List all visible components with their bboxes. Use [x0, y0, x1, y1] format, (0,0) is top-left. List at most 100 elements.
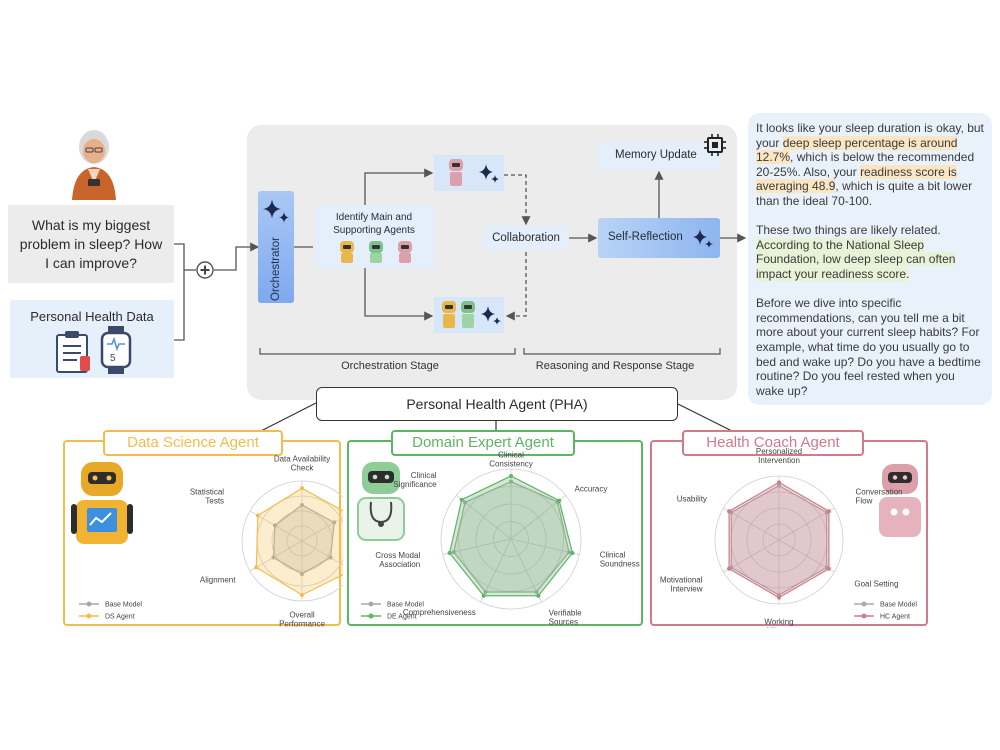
- legend-marker: [86, 601, 92, 607]
- agent-series-point: [536, 593, 541, 598]
- base-model-series-point: [300, 503, 304, 507]
- agent-response: It looks like your sleep duration is oka…: [748, 113, 992, 405]
- memory-update-box: Memory Update: [597, 142, 721, 170]
- agent-series-point: [509, 474, 513, 478]
- base-model-series-point: [332, 520, 337, 525]
- base-model-series-point: [534, 589, 539, 594]
- agent-series-area: [448, 475, 574, 597]
- response-p2-a: These two things are likely related.: [756, 223, 941, 238]
- legend-label: Base Model: [880, 602, 917, 609]
- selected-agent-box-bottom: [434, 297, 504, 333]
- user-question-text: What is my biggest problem in sleep? How…: [19, 216, 163, 271]
- radar-axis: [301, 516, 343, 542]
- legend-label: Base Model: [387, 602, 424, 609]
- radar-axis-label: Comprehensiveness: [403, 608, 476, 617]
- legend-label: HC Agent: [880, 614, 910, 621]
- legend-label: Base Model: [105, 602, 142, 609]
- self-reflection-box: Self-Reflection: [598, 218, 720, 258]
- identify-agents-box: Identify Main and Supporting Agents: [314, 205, 434, 268]
- sparkle-icon: [263, 199, 289, 223]
- selected-agent-box-top: [434, 155, 504, 191]
- base-model-series-point: [271, 555, 276, 560]
- agent-series-point: [254, 565, 259, 570]
- collaboration-label: Collaboration: [492, 232, 560, 244]
- agent-series-point: [481, 593, 486, 598]
- health-coach-robot-icon: [449, 159, 463, 186]
- response-p1-a: It looks like your sleep duration is oka…: [756, 121, 984, 150]
- base-model-series-area: [453, 480, 570, 593]
- data-science-radar-chart: Data AvailabilityCheckDataTransformation…: [79, 455, 343, 629]
- data-science-agent-title: Data Science Agent: [103, 430, 283, 456]
- user-avatar-icon: [72, 130, 116, 200]
- agent-series-point: [777, 595, 781, 600]
- agent-series-point: [777, 480, 781, 485]
- robot-trio-icon: [340, 241, 412, 263]
- response-p1-b: , which is below the recommended 20-25%.…: [756, 150, 975, 179]
- base-model-series-point: [777, 483, 781, 488]
- agent-series-point: [557, 498, 562, 503]
- domain-expert-robot-icon: [357, 462, 405, 541]
- legend-marker: [368, 613, 374, 619]
- pha-box: Personal Health Agent (PHA): [316, 387, 678, 421]
- domain-expert-agent-title: Domain Expert Agent: [391, 430, 575, 456]
- sparkle-icon: [693, 229, 713, 248]
- personal-health-data-label: Personal Health Data: [30, 309, 154, 324]
- radar-axis-label: WorkingAlliance: [764, 617, 793, 628]
- agent-series-point: [459, 497, 464, 502]
- sparkle-icon: [479, 164, 499, 183]
- sparkle-icon: [481, 306, 501, 325]
- radar-axis-label: Goal Setting: [854, 580, 898, 589]
- memory-update-label: Memory Update: [615, 149, 697, 161]
- legend-marker: [368, 601, 374, 607]
- personal-health-data-box: Personal Health Data 5: [10, 300, 174, 378]
- base-model-series-point: [483, 589, 488, 594]
- legend-label: DS Agent: [105, 614, 135, 621]
- health-coach-robot-icon: [879, 464, 921, 537]
- chip-icon: [704, 134, 726, 156]
- add-circle-icon: [196, 261, 214, 279]
- radar-axis-label: Usability: [677, 494, 707, 503]
- agent-series-point: [727, 509, 732, 514]
- legend-marker: [86, 613, 92, 619]
- identify-label-line2: Supporting Agents: [333, 225, 415, 236]
- legend-marker: [861, 601, 867, 607]
- agent-series-point: [826, 566, 831, 571]
- collaboration-box: Collaboration: [483, 226, 569, 250]
- agent-series-area: [255, 487, 343, 596]
- base-model-series-point: [567, 550, 572, 555]
- base-model-series-point: [272, 523, 277, 528]
- agent-series-area: [728, 481, 830, 599]
- radar-axis-label: Alignment: [200, 575, 236, 584]
- user-question: What is my biggest problem in sleep? How…: [8, 205, 174, 283]
- radar-axis-label: Accuracy: [574, 484, 607, 493]
- agent-series-point: [570, 551, 575, 556]
- base-model-series-point: [300, 572, 304, 576]
- legend-marker: [861, 613, 867, 619]
- agent-series-point: [300, 486, 304, 491]
- agent-series-point: [727, 566, 732, 571]
- pha-label: Personal Health Agent (PHA): [406, 396, 588, 412]
- radar-axis: [249, 540, 303, 572]
- agent-series-point: [255, 513, 260, 518]
- radar-axis: [301, 540, 343, 566]
- base-model-series-point: [451, 550, 456, 555]
- base-model-series-point: [328, 555, 333, 560]
- orchestration-stage-label: Orchestration Stage: [341, 360, 439, 372]
- response-p3: Before we dive into specific recommendat…: [756, 296, 981, 398]
- smartwatch-icon: 5: [100, 326, 132, 374]
- self-reflection-label: Self-Reflection: [608, 231, 683, 243]
